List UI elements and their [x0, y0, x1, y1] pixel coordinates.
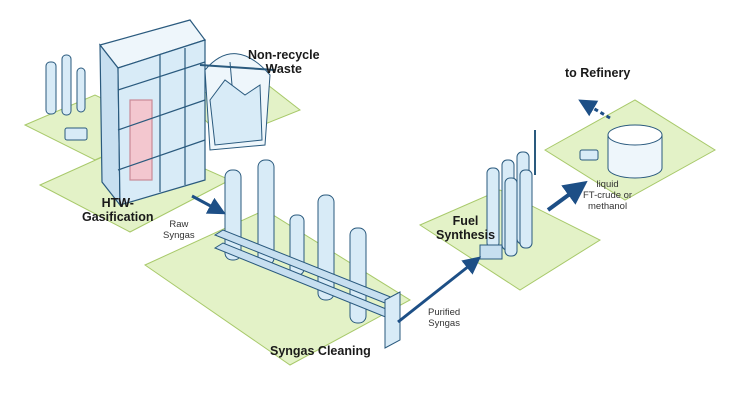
liquid-product-label: liquid FT-crude or methanol: [583, 179, 633, 212]
refinery-tank: [579, 124, 663, 179]
syngas-columns: [213, 159, 401, 349]
synthesis-columns: [479, 130, 536, 260]
fuel-synthesis-label: Fuel Synthesis: [436, 214, 496, 243]
raw-syngas-arrow: [191, 194, 226, 215]
flow-arrows: [191, 99, 611, 324]
htw-gasifier: [98, 19, 206, 207]
non-recycle-waste-label: Non-recycle Waste: [248, 48, 320, 77]
htw-gasification-label: HTW- Gasification: [82, 196, 154, 225]
to-refinery-arrow: [578, 99, 611, 120]
waste-bunker: [199, 53, 276, 151]
purified-syngas-arrow: [397, 256, 482, 324]
product-arrow: [546, 180, 588, 212]
storage-silos: [45, 54, 88, 141]
purified-syngas-label: Purified Syngas: [428, 307, 461, 329]
to-refinery-label: to Refinery: [565, 66, 631, 80]
syngas-cleaning-label: Syngas Cleaning: [270, 344, 371, 358]
raw-syngas-label: Raw Syngas: [163, 219, 195, 241]
